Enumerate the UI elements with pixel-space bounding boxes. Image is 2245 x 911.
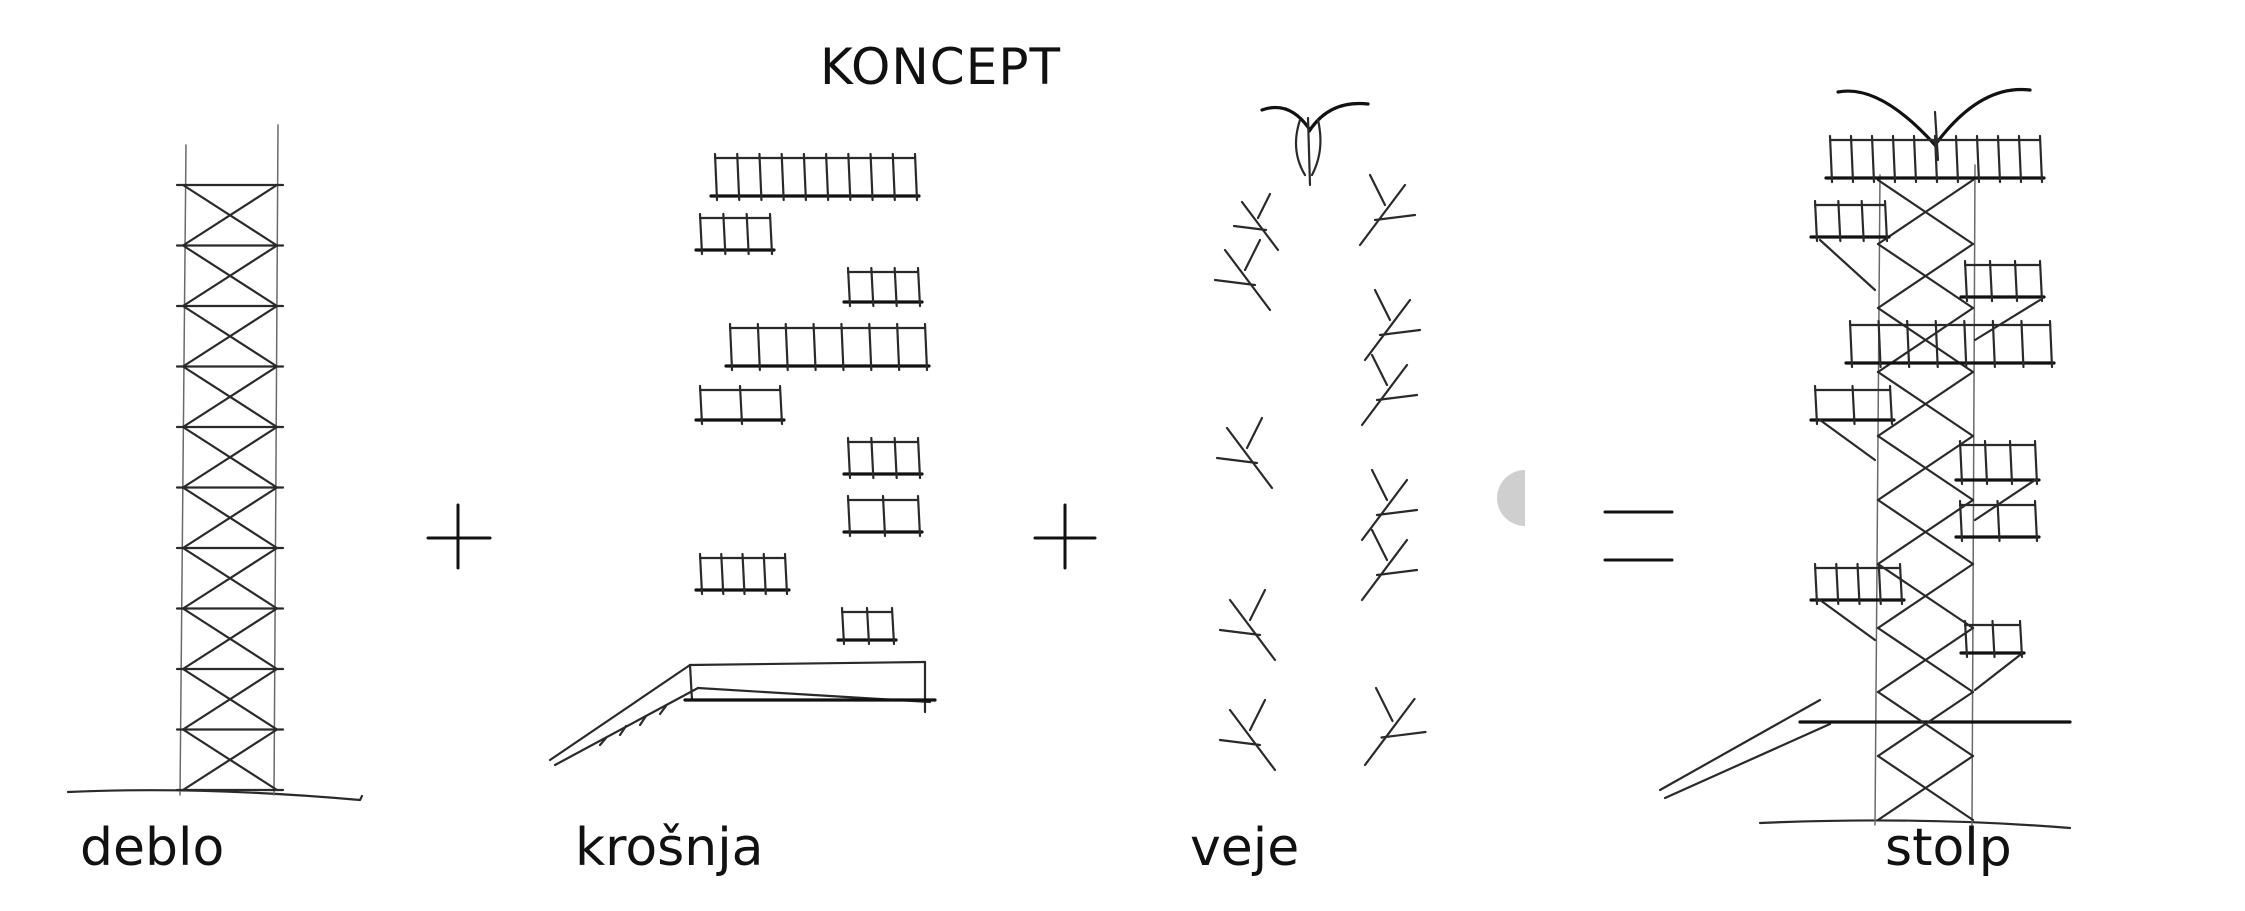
- plus-operator-1: [426, 503, 492, 570]
- label-branches: veje: [1190, 818, 1300, 878]
- plus-operator-2: [1033, 503, 1097, 570]
- label-tower: stolp: [1885, 818, 2012, 878]
- equals-operator: [1603, 510, 1674, 562]
- marker-dot: [1497, 470, 1525, 526]
- crown-sketch: [548, 152, 937, 767]
- label-crown: krošnja: [575, 818, 764, 878]
- diagram-title: KONCEPT: [820, 38, 1062, 96]
- tower-sketch: [1658, 87, 2072, 830]
- trunk-sketch: [66, 124, 364, 802]
- branches-sketch: [1213, 101, 1427, 772]
- label-trunk: deblo: [80, 818, 225, 878]
